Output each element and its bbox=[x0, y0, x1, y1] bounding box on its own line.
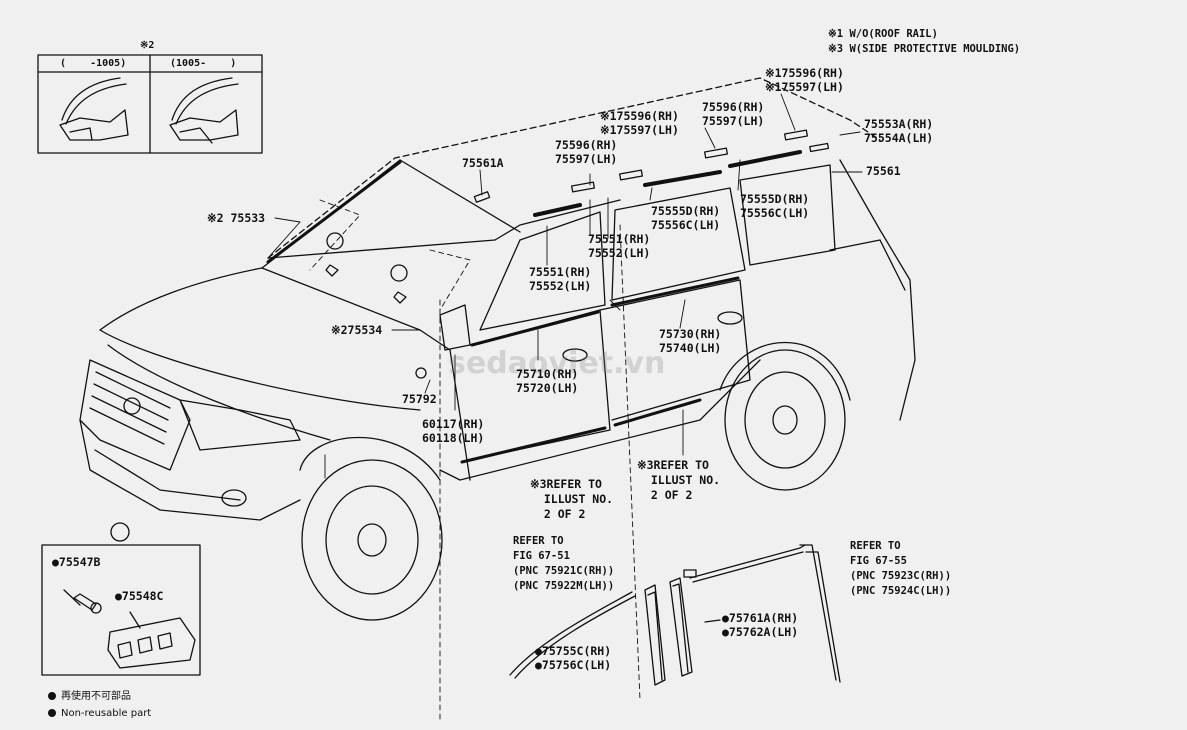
label-75740: 75740(LH) bbox=[659, 341, 722, 355]
detail-box-frame bbox=[37, 54, 263, 154]
label-60118: 60118(LH) bbox=[422, 431, 485, 445]
label-75596-rh-top: ※175596(RH) bbox=[765, 66, 844, 80]
label-75533: ※2 75533 bbox=[207, 211, 266, 225]
watermark: sedaoviet.vn bbox=[448, 346, 666, 381]
label-75730: 75730(RH) bbox=[659, 327, 722, 341]
label-75762a: ●75762A(LH) bbox=[722, 625, 799, 639]
label-75551-rh-b: 75551(RH) bbox=[588, 232, 651, 246]
label-75596-rh-mid: ※175596(RH) bbox=[600, 109, 679, 123]
label-75755c: ●75755C(RH) bbox=[535, 644, 612, 658]
label-75547b: ●75547B bbox=[52, 555, 101, 569]
label-75552-lh-b: 75552(LH) bbox=[588, 246, 651, 260]
label-75556c-lh-b: 75556C(LH) bbox=[740, 206, 810, 220]
detail-left-header: ( -1005) bbox=[60, 58, 127, 69]
bullet-icon bbox=[48, 692, 56, 700]
label-75548c: ●75548C bbox=[115, 589, 164, 603]
note-3: ※3 W(SIDE PROTECTIVE MOULDING) bbox=[828, 43, 1021, 55]
label-75597-lh-a: 75597(LH) bbox=[702, 114, 765, 128]
exploded-parts bbox=[509, 544, 841, 686]
label-75555d-rh-a: 75555D(RH) bbox=[651, 204, 721, 218]
detail-right-header: (1005- ) bbox=[170, 58, 237, 69]
label-75561a: 75561A bbox=[462, 156, 504, 170]
bullet-icon bbox=[48, 709, 56, 717]
label-75551-rh-a: 75551(RH) bbox=[529, 265, 592, 279]
label-75597-lh-top: ※175597(LH) bbox=[765, 80, 844, 94]
label-75792: 75792 bbox=[402, 392, 437, 406]
refer-fig-67-51: REFER TO FIG 67-51 (PNC 75921C(RH)) (PNC… bbox=[513, 535, 615, 592]
leader-lines bbox=[267, 93, 863, 721]
car-body bbox=[79, 77, 916, 621]
refer-illust-a: ※3REFER TO ILLUST NO. 2 OF 2 bbox=[530, 477, 614, 521]
label-75756c: ●75756C(LH) bbox=[535, 658, 612, 672]
label-75552-lh-a: 75552(LH) bbox=[529, 279, 592, 293]
label-75720: 75720(LH) bbox=[516, 381, 579, 395]
legend-jp: 再使用不可部品 bbox=[48, 689, 131, 705]
label-75710: 75710(RH) bbox=[516, 367, 579, 381]
label-75597-lh-mid: ※175597(LH) bbox=[600, 123, 679, 137]
label-75761a: ●75761A(RH) bbox=[722, 611, 799, 625]
label-60117: 60117(RH) bbox=[422, 417, 485, 431]
legend-en: Non-reusable part bbox=[48, 706, 151, 722]
label-75555d-rh-b: 75555D(RH) bbox=[740, 192, 810, 206]
refer-illust-b: ※3REFER TO ILLUST NO. 2 OF 2 bbox=[637, 458, 721, 502]
label-75554a: 75554A(LH) bbox=[864, 131, 934, 145]
fastener-box bbox=[41, 522, 201, 676]
refer-fig-67-55: REFER TO FIG 67-55 (PNC 75923C(RH)) (PNC… bbox=[850, 540, 952, 597]
label-75597-lh-b: 75597(LH) bbox=[555, 152, 618, 166]
note-1: ※1 W/O(ROOF RAIL) bbox=[828, 28, 938, 40]
label-75534: ※275534 bbox=[331, 323, 383, 337]
label-75561: 75561 bbox=[866, 164, 901, 178]
label-75556c-lh-a: 75556C(LH) bbox=[651, 218, 721, 232]
label-75596-rh-b: 75596(RH) bbox=[555, 138, 618, 152]
detail-box-mark: ※2 bbox=[140, 40, 155, 51]
label-75596-rh-a: 75596(RH) bbox=[702, 100, 765, 114]
label-75553a: 75553A(RH) bbox=[864, 117, 934, 131]
